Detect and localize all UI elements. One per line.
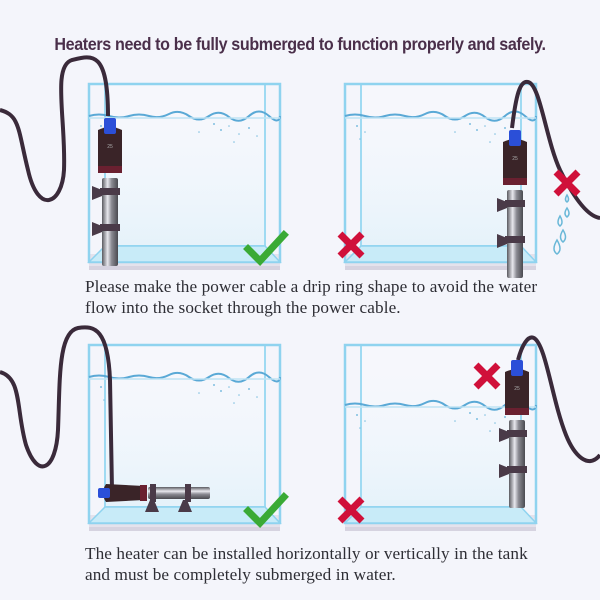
page-title: Heaters need to be fully submerged to fu… [54,34,546,54]
panel-top-right [340,79,600,278]
cross-icon-cable [556,172,578,194]
water-drops [553,193,570,255]
panel-bottom-right [340,335,600,533]
caption-drip-ring: Please make the power cable a drip ring … [85,277,538,317]
panel-bottom-left [0,325,284,533]
panel-top-left [0,55,284,272]
power-cable [516,335,600,464]
cross-icon [340,234,362,256]
power-cable [0,55,110,203]
heater-horizontal [98,484,210,512]
power-cable [510,79,600,220]
caption-submerge: The heater can be installed horizontally… [85,544,528,584]
power-cable [0,325,114,491]
heater [92,118,122,266]
